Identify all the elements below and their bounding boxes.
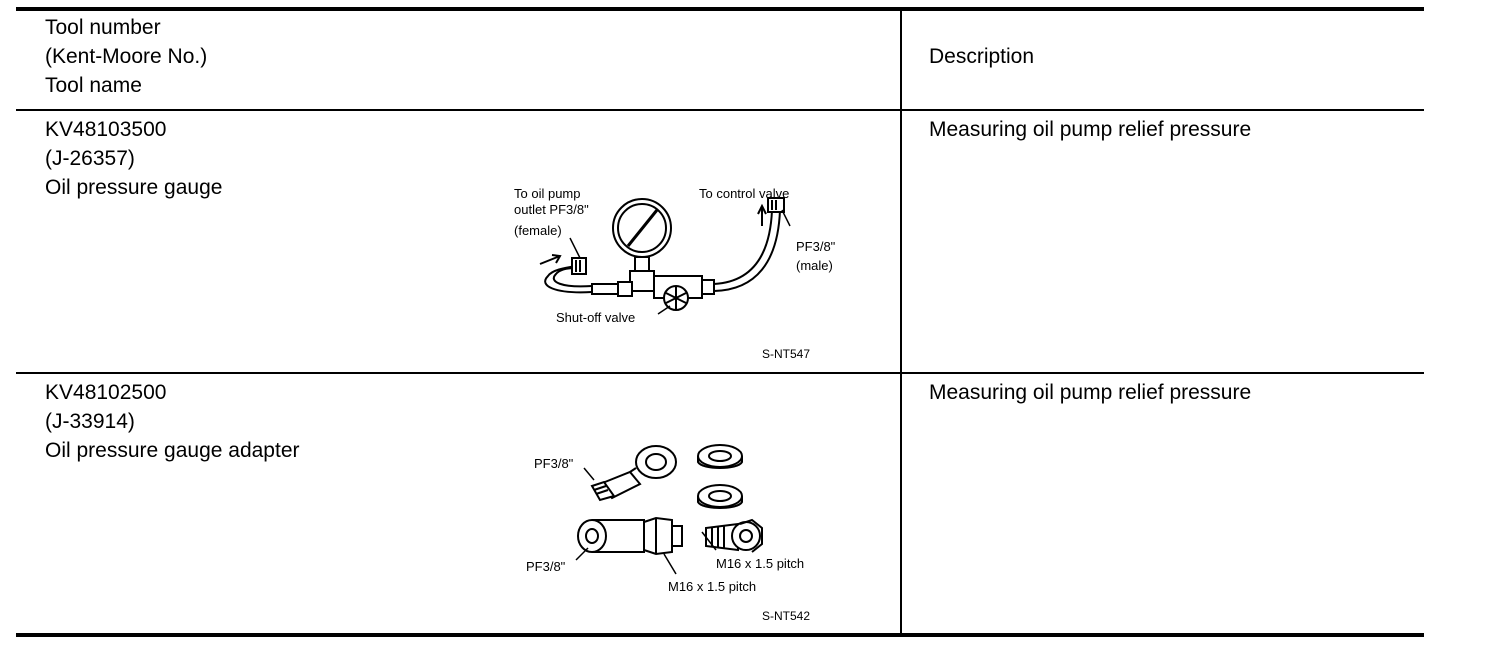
pf-label-top: PF3/8" xyxy=(534,456,574,471)
row-1-kent-moore: (J-26357) xyxy=(45,147,135,170)
column-divider xyxy=(900,7,902,637)
m16-adapter xyxy=(705,522,739,552)
row-1-tool-name: Oil pressure gauge xyxy=(45,176,223,199)
figure-code-1: S-NT547 xyxy=(762,347,810,361)
header-tool-column: Tool number (Kent-Moore No.) Tool name xyxy=(45,13,207,100)
row-2-kent-moore: (J-33914) xyxy=(45,410,135,433)
pump-outlet-label-2: outlet PF3/8" xyxy=(514,202,589,217)
male-fitting-label-2: (male) xyxy=(796,258,833,273)
washer-2 xyxy=(697,484,743,508)
table-top-rule xyxy=(16,7,1424,11)
pump-outlet-label-1: To oil pump xyxy=(514,186,580,201)
gauge-adapter-illustration: PF3/8" PF3/8" M16 x 1.5 pitch M16 x 1.5 … xyxy=(526,444,810,623)
row-2-tool-name: Oil pressure gauge adapter xyxy=(45,439,300,462)
straight-adapter xyxy=(592,519,645,553)
header-kent-moore: (Kent-Moore No.) xyxy=(45,45,208,68)
row-2-tool-info: KV48102500 (J-33914) Oil pressure gauge … xyxy=(45,378,300,465)
m16-label-bottom: M16 x 1.5 pitch xyxy=(668,579,756,594)
row-divider-rule xyxy=(16,372,1424,374)
header-bottom-rule xyxy=(16,109,1424,111)
male-fitting-label-1: PF3/8" xyxy=(796,239,836,254)
row-1-tool-number: KV48103500 xyxy=(45,118,167,141)
m16-label-right: M16 x 1.5 pitch xyxy=(716,556,804,571)
control-valve-label: To control valve xyxy=(699,186,789,201)
row-1-description: Measuring oil pump relief pressure xyxy=(929,118,1252,141)
washer-1 xyxy=(697,444,743,468)
row-1-tool-info: KV48103500 (J-26357) Oil pressure gauge xyxy=(45,115,222,202)
pump-outlet-label-3: (female) xyxy=(514,223,562,238)
header-tool-number: Tool number xyxy=(45,16,161,39)
row-2-tool-number: KV48102500 xyxy=(45,381,167,404)
header-description: Description xyxy=(929,45,1035,68)
gauge-needle xyxy=(626,209,659,247)
table-bottom-rule xyxy=(16,633,1424,637)
shut-off-valve-label: Shut-off valve xyxy=(556,310,635,325)
row-2-description: Measuring oil pump relief pressure xyxy=(929,381,1252,404)
pf-label-bottom: PF3/8" xyxy=(526,559,566,574)
oil-pressure-gauge-illustration: To oil pump outlet PF3/8" (female) To co… xyxy=(514,186,836,361)
right-hose xyxy=(713,209,773,285)
figure-code-2: S-NT542 xyxy=(762,609,810,623)
header-tool-name: Tool name xyxy=(45,74,142,97)
